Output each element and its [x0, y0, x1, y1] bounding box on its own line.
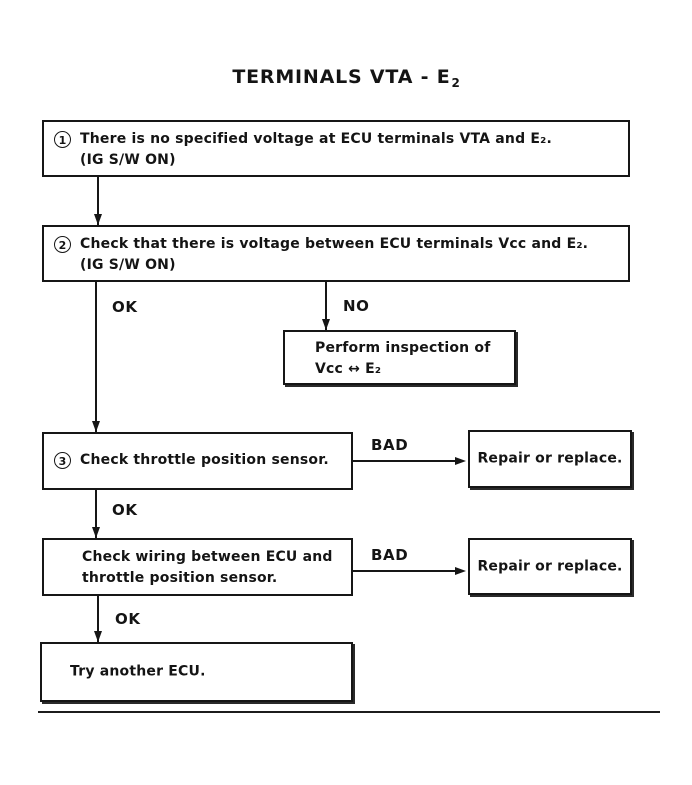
bad-label-2: BAD	[371, 546, 409, 564]
step-2-line1: Check that there is voltage between ECU …	[80, 236, 589, 252]
check-wiring-line1: Check wiring between ECU and	[82, 549, 333, 565]
repair-2-label: Repair or replace.	[477, 558, 623, 574]
try-another-ecu-box: Try another ECU.	[40, 642, 353, 702]
step-1-number-circle: 1	[54, 131, 71, 148]
step-2-number-circle: 2	[54, 236, 71, 253]
step-2-line2: (IG S/W ON)	[80, 257, 176, 273]
arrowhead-step3-repair1	[455, 457, 466, 465]
arrowhead-step3-wiring	[92, 527, 100, 538]
connector-step2-inspect	[325, 282, 327, 330]
connector-step2-step3	[95, 282, 97, 432]
arrowhead-wiring-ecu	[94, 631, 102, 642]
check-wiring-box: Check wiring between ECU and throttle po…	[42, 538, 353, 596]
step-3-content: 3 Check throttle position sensor.	[44, 434, 351, 471]
step-3-number-circle: 3	[54, 452, 71, 469]
ok-label-1: OK	[112, 298, 138, 316]
page-title-main: TERMINALS VTA - E	[232, 66, 451, 88]
inspect-line1: Perform inspection of	[315, 340, 491, 356]
connector-wiring-repair2	[353, 570, 463, 572]
arrowhead-wiring-repair2	[455, 567, 466, 575]
page-bottom-rule	[38, 711, 660, 713]
arrowhead-step1-step2	[94, 214, 102, 225]
no-label: NO	[343, 297, 370, 315]
repair-or-replace-box-1: Repair or replace.	[468, 430, 632, 488]
page-title-subscript: 2	[451, 76, 461, 90]
step-1-line1: There is no specified voltage at ECU ter…	[80, 131, 552, 147]
page-title: TERMINALS VTA - E2	[0, 66, 692, 90]
step-3-line1: Check throttle position sensor.	[80, 452, 329, 468]
step-1-line2: (IG S/W ON)	[80, 152, 176, 168]
arrowhead-step2-step3	[92, 421, 100, 432]
connector-wiring-ecu	[97, 596, 99, 642]
step-1-box: 1 There is no specified voltage at ECU t…	[42, 120, 630, 177]
connector-step3-wiring	[95, 490, 97, 538]
step-2-text: Check that there is voltage between ECU …	[80, 234, 588, 276]
inspect-line2: Vcc ↔ E₂	[315, 361, 382, 377]
ok-label-2: OK	[112, 501, 138, 519]
bad-label-1: BAD	[371, 436, 409, 454]
step-1-content: 1 There is no specified voltage at ECU t…	[44, 122, 628, 171]
ok-label-3: OK	[115, 610, 141, 628]
repair-1-label: Repair or replace.	[477, 450, 623, 467]
step-1-text: There is no specified voltage at ECU ter…	[80, 129, 552, 171]
arrowhead-step2-inspect	[322, 319, 330, 330]
inspect-vcc-e2-box: Perform inspection of Vcc ↔ E₂	[283, 330, 516, 385]
try-ecu-label: Try another ECU.	[70, 663, 206, 680]
step-2-box: 2 Check that there is voltage between EC…	[42, 225, 630, 282]
repair-or-replace-box-2: Repair or replace.	[468, 538, 632, 595]
check-wiring-line2: throttle position sensor.	[82, 570, 278, 586]
connector-step1-step2	[97, 177, 99, 225]
step-2-content: 2 Check that there is voltage between EC…	[44, 227, 628, 276]
step-3-box: 3 Check throttle position sensor.	[42, 432, 353, 490]
connector-step3-repair1	[353, 460, 463, 462]
